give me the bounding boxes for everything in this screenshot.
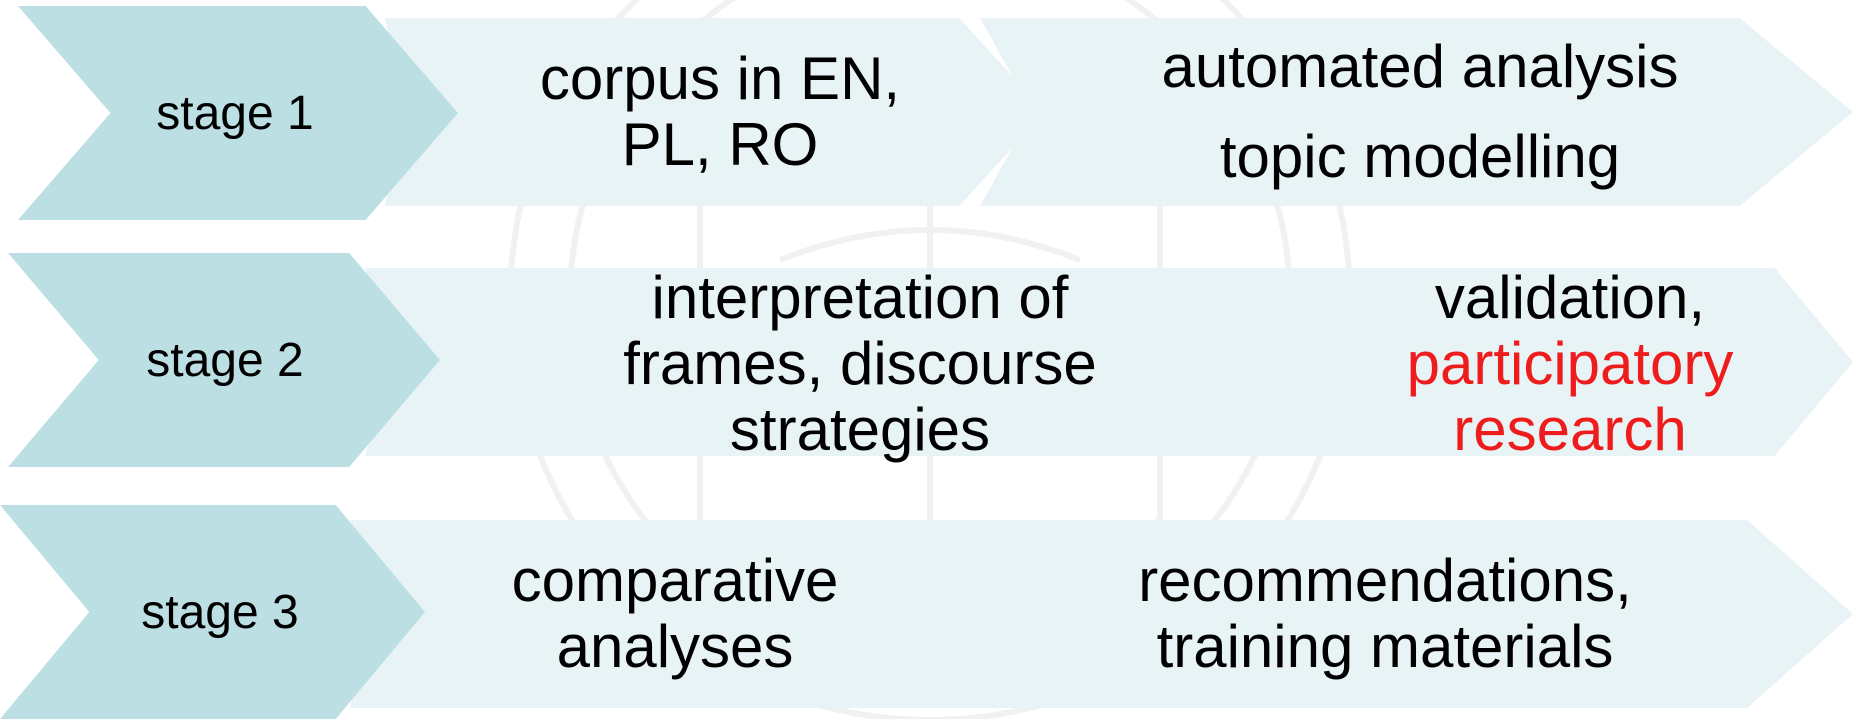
step-text-interpretation: interpretation of frames, discourse stra… <box>560 265 1160 463</box>
highlight-line: research <box>1453 396 1687 463</box>
text-line: comparative <box>511 547 839 614</box>
text-line: frames, discourse <box>623 330 1097 397</box>
step-text-recommendations: recommendations, training materials <box>1040 520 1730 708</box>
text-line: corpus in EN, <box>539 45 901 112</box>
step-chevron <box>890 520 1853 708</box>
text-line: strategies <box>729 396 991 463</box>
highlight-line: participatory <box>1406 330 1734 397</box>
step-chevron <box>385 18 1045 206</box>
step-chevron <box>350 520 990 708</box>
text-line: recommendations, <box>1138 547 1632 614</box>
stage-label: stage 3 <box>141 585 299 639</box>
step-text-comparative: comparative analyses <box>440 520 910 708</box>
text-line: PL, RO <box>621 111 819 178</box>
stage-label: stage 1 <box>156 86 314 140</box>
text-line: topic modelling <box>1219 123 1621 190</box>
text-line: training materials <box>1156 613 1614 680</box>
step-text-corpus: corpus in EN, PL, RO <box>440 18 1000 206</box>
step-chevron <box>1250 268 1853 456</box>
text-line: interpretation of <box>651 264 1069 331</box>
step-text-validation: validation, participatory research <box>1340 265 1800 463</box>
text-line: automated analysis <box>1161 33 1679 100</box>
text-line: analyses <box>556 613 794 680</box>
step-text-automated-analysis: automated analysis topic modelling <box>1060 18 1780 206</box>
step-chevron <box>980 18 1853 206</box>
stage-label: stage 2 <box>146 333 304 387</box>
text-line: validation, <box>1434 264 1706 331</box>
step-chevron <box>365 268 1343 456</box>
